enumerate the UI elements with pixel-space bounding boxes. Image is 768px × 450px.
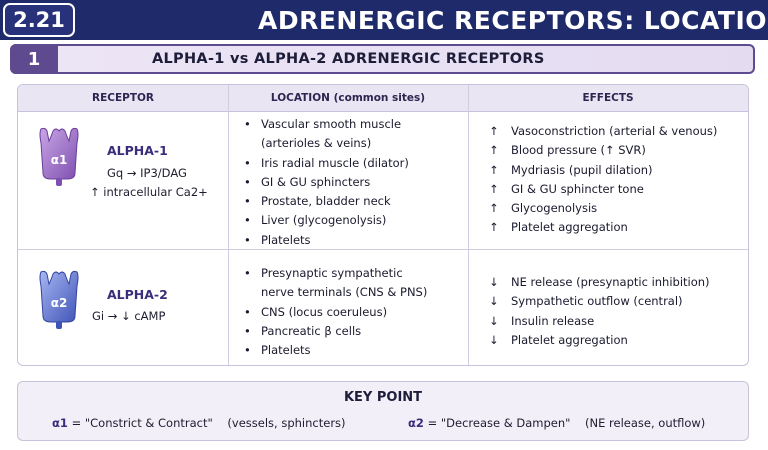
list-item: •Liver (glycogenolysis): [244, 213, 387, 228]
list-item: ↓Platelet aggregation: [489, 332, 628, 347]
table-header-row: RECEPTOR LOCATION (common sites) EFFECTS: [18, 85, 748, 112]
list-item: •Platelets: [244, 343, 311, 358]
page-title: ADRENERGIC RECEPTORS: LOCATIO: [258, 6, 768, 35]
list-item: ↓Insulin release: [489, 313, 595, 328]
list-item: ↓NE release (presynaptic inhibition): [489, 275, 710, 289]
list-item: •Platelets: [244, 232, 311, 247]
list-item: •Vascular smooth muscle: [244, 117, 402, 131]
list-item: ↑Vasoconstriction (arterial & venous): [489, 124, 718, 138]
chapter-badge: 2.21: [3, 3, 75, 37]
receptor-table: RECEPTOR LOCATION (common sites) EFFECTS…: [17, 84, 749, 366]
list-item: •Prostate, bladder neck: [244, 194, 391, 209]
column-divider: [228, 85, 229, 365]
key-point-title: KEY POINT: [343, 390, 423, 405]
receptor-name-alpha1: ALPHA-1: [107, 143, 168, 158]
list-item: •GI & GU sphincters: [244, 174, 371, 189]
effects-list-alpha1: ↑Vasoconstriction (arterial & venous) ↑B…: [489, 122, 717, 238]
list-item: nerve terminals (CNS & PNS): [261, 285, 428, 300]
location-list-alpha1: •Vascular smooth muscle (arterioles & ve…: [244, 115, 409, 250]
list-item: ↑Blood pressure (↑ SVR): [489, 143, 646, 158]
list-item: •CNS (locus coeruleus): [244, 304, 388, 319]
alpha2-symbol: α2: [408, 416, 424, 430]
alpha2-note: (NE release, outflow): [585, 416, 706, 430]
row-divider: [18, 249, 748, 250]
alpha1-note: (vessels, sphincters): [227, 416, 346, 430]
column-header-receptor: RECEPTOR: [91, 92, 154, 104]
mechanism-line: Gi → ↓ cAMP: [92, 309, 166, 323]
column-header-location: LOCATION (common sites): [270, 92, 426, 104]
list-item: •Pancreatic β cells: [244, 323, 362, 338]
location-list-alpha2: •Presynaptic sympathetic nerve terminals…: [244, 264, 427, 360]
list-item: ↑Mydriasis (pupil dilation): [489, 162, 653, 177]
alpha2-mnemonic: = "Decrease & Dampen": [427, 416, 571, 430]
alpha1-receptor-icon: α1: [39, 127, 79, 186]
key-point-alpha2: α2 = "Decrease & Dampen" (NE release, ou…: [408, 416, 705, 430]
list-item: ↑Glycogenolysis: [489, 201, 598, 216]
mechanism-line: Gq → IP3/DAG: [107, 166, 187, 180]
section-banner: 1 ALPHA-1 vs ALPHA-2 ADRENERGIC RECEPTOR…: [10, 44, 755, 74]
list-item: ↑GI & GU sphincter tone: [489, 181, 644, 196]
alpha2-receptor-icon: α2: [39, 270, 79, 329]
list-item: ↑Platelet aggregation: [489, 220, 628, 235]
column-divider: [468, 85, 469, 365]
section-number: 1: [10, 44, 58, 74]
top-header-bar: 2.21 ADRENERGIC RECEPTORS: LOCATIO: [0, 0, 768, 40]
key-point-alpha1: α1 = "Constrict & Contract" (vessels, sp…: [52, 416, 346, 430]
column-header-effects: EFFECTS: [582, 92, 634, 104]
alpha1-symbol: α1: [52, 416, 68, 430]
alpha2-icon-label: α2: [51, 296, 68, 310]
list-item: (arterioles & veins): [261, 136, 372, 151]
list-item: ↓Sympathetic outflow (central): [489, 294, 683, 309]
section-title: ALPHA-1 vs ALPHA-2 ADRENERGIC RECEPTORS: [152, 51, 545, 67]
list-item: •Presynaptic sympathetic: [244, 266, 403, 280]
receptor-name-alpha2: ALPHA-2: [107, 287, 168, 302]
mechanism-line: ↑ intracellular Ca2+: [90, 185, 208, 199]
key-point-box: KEY POINT α1 = "Constrict & Contract" (v…: [17, 381, 749, 441]
alpha1-mnemonic: = "Constrict & Contract": [71, 416, 213, 430]
list-item: •Iris radial muscle (dilator): [244, 155, 409, 170]
effects-list-alpha2: ↓NE release (presynaptic inhibition) ↓Sy…: [489, 273, 710, 350]
alpha1-icon-label: α1: [51, 153, 68, 167]
